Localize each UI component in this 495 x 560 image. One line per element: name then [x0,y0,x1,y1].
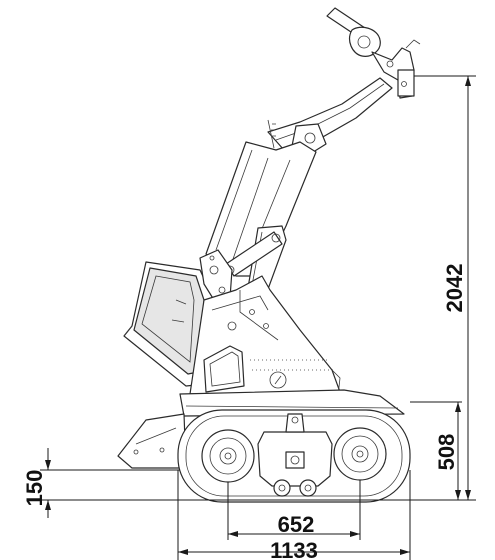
ground-clearance-dimension-label: 150 [22,470,47,507]
track-length-dimension-label: 1133 [270,538,318,560]
dimension-lines [40,75,476,560]
machine-illustration [117,7,421,503]
upper-arm [267,77,393,155]
track-undercarriage [117,389,411,503]
wheelbase-dimension-label: 652 [278,512,315,537]
track-height-dimension-label: 508 [434,434,459,471]
control-handle [326,7,421,99]
height-dimension-label: 2042 [442,264,467,313]
